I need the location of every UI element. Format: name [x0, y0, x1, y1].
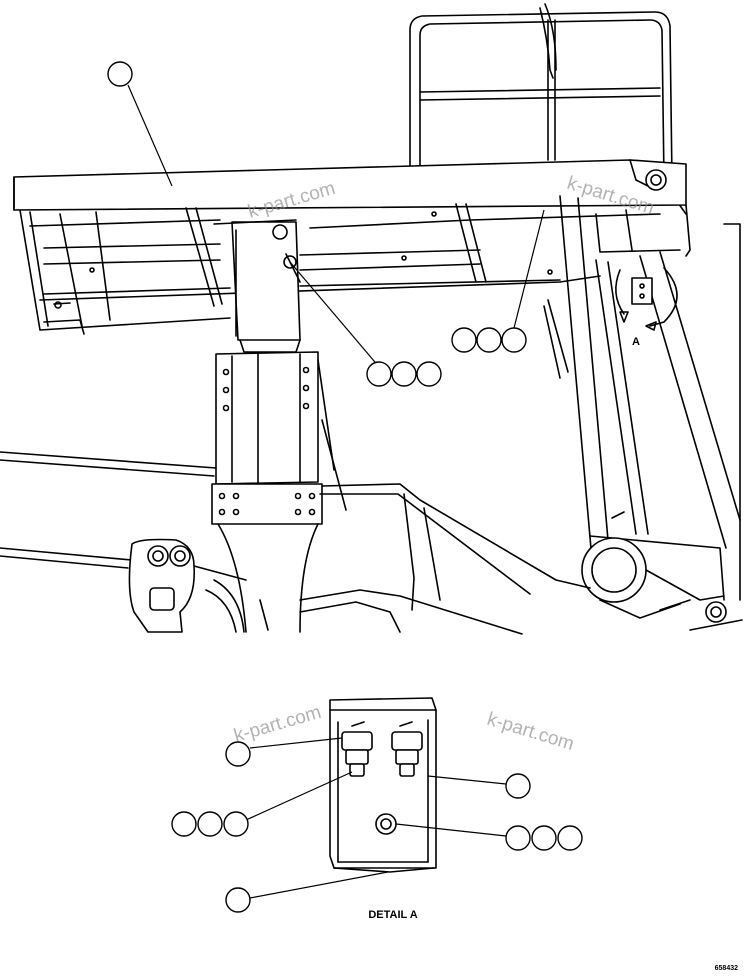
callout-bubble [451, 327, 477, 353]
callout-bubble [505, 825, 531, 851]
watermark-text: k-part.com [232, 702, 324, 747]
callout-bubble [416, 361, 442, 387]
callout-bubble [531, 825, 557, 851]
callouts-top [107, 61, 545, 387]
callouts-detail [171, 737, 583, 913]
callout-bubble [501, 327, 527, 353]
callout-bubble [225, 887, 251, 913]
callout-bubble [223, 811, 249, 837]
callout-bubble [171, 811, 197, 837]
detail-a-block [329, 697, 437, 873]
handrail [409, 3, 687, 215]
callout-bubble [476, 327, 502, 353]
callout-bubble [225, 741, 251, 767]
callout-bubble [391, 361, 417, 387]
callout-bubble [107, 61, 133, 87]
callout-bubble [557, 825, 583, 851]
lower-frame [0, 451, 591, 635]
callout-bubble [505, 773, 531, 799]
support-column [211, 219, 347, 633]
view-marker-a: A [632, 336, 640, 348]
platform-deck [13, 159, 691, 335]
detail-label: DETAIL A [368, 909, 417, 921]
side-beam [543, 195, 743, 631]
watermark-text: k-part.com [485, 709, 577, 755]
drawing-number: 658432 [715, 965, 738, 972]
callout-bubble [366, 361, 392, 387]
callout-bubble [197, 811, 223, 837]
